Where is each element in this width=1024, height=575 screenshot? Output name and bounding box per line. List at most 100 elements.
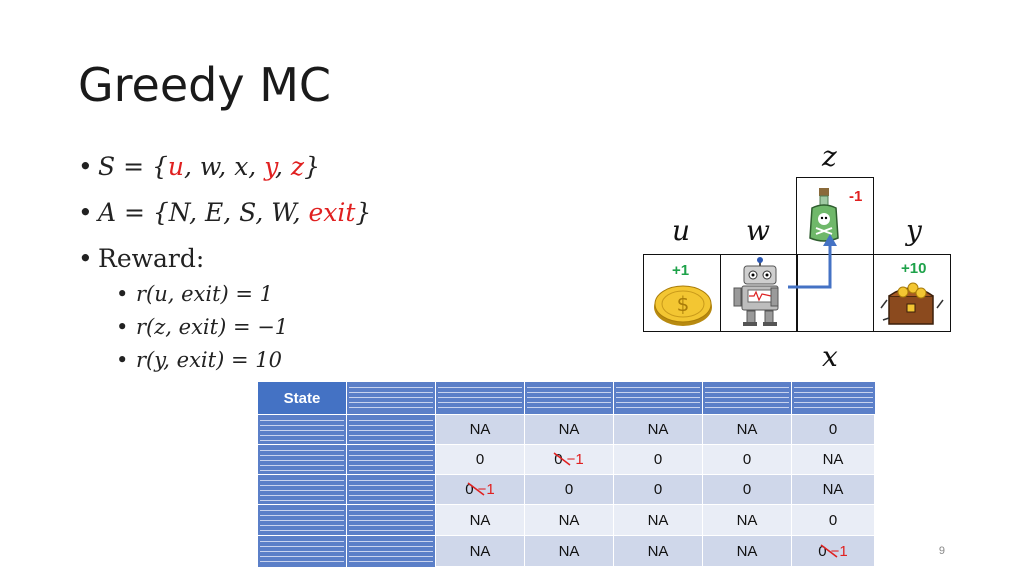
thumbnail-table — [258, 415, 346, 444]
table-cell-corrected: 0 −1 — [792, 536, 875, 567]
svg-text:$: $ — [677, 292, 690, 316]
thumbnail-line — [705, 402, 789, 403]
table-cell: NA — [792, 445, 875, 475]
table-cell: NA — [703, 415, 792, 445]
table-cell: 0 — [703, 475, 792, 505]
table-cell: NA — [614, 536, 703, 567]
thumbnail-line — [260, 551, 344, 552]
reward-y-exit: r(y, exit) = 10 — [136, 348, 282, 372]
thumbnail-line — [527, 397, 611, 398]
thumbnail-line — [794, 387, 873, 388]
thumbnail-line — [260, 520, 344, 521]
thumbnail-line — [438, 397, 522, 398]
thumbnail-line — [260, 465, 344, 466]
table-cell: 0 — [525, 475, 614, 505]
thumbnail-line — [794, 392, 873, 393]
thumbnail-line — [438, 387, 522, 388]
thumbnail-line — [349, 440, 433, 441]
table-cell: 0 — [792, 415, 875, 445]
strike-mark — [820, 544, 838, 558]
old-value: 0 — [465, 481, 474, 498]
thumbnail-line — [349, 500, 433, 501]
thumbnail-line — [349, 530, 433, 531]
thumbnail-table — [347, 505, 435, 535]
reward-u: +1 — [672, 262, 690, 279]
thumbnail-line — [705, 397, 789, 398]
thumbnail-line — [260, 495, 344, 496]
robot-icon — [733, 257, 779, 326]
thumbnail-line — [260, 480, 344, 481]
thumbnail-line — [260, 525, 344, 526]
old-value: 0 — [554, 451, 563, 468]
slide-title: Greedy MC — [78, 58, 331, 112]
thumbnail-line — [349, 455, 433, 456]
thumbnail-line — [260, 435, 344, 436]
states-comma: , — [275, 152, 291, 181]
thumbnail-line — [260, 510, 344, 511]
bullet-dot: • — [116, 315, 129, 339]
strike-mark — [467, 482, 485, 496]
table-cell: NA — [525, 415, 614, 445]
thumbnail-line — [349, 480, 433, 481]
thumbnail-line — [260, 460, 344, 461]
actions-prefix: A = {N, E, S, W, — [98, 198, 309, 227]
thumbnail-line — [260, 485, 344, 486]
thumbnail-line — [349, 495, 433, 496]
label-y: y — [906, 214, 922, 247]
thumbnail-table — [347, 536, 435, 567]
thumbnail-table — [792, 382, 875, 414]
thumbnail-line — [260, 530, 344, 531]
table-cell: 0 — [792, 505, 875, 536]
thumbnail-line — [260, 490, 344, 491]
thumbnail-line — [260, 425, 344, 426]
thumbnail-line — [260, 450, 344, 451]
table-cell: NA — [792, 475, 875, 505]
reward-y: +10 — [901, 260, 927, 277]
thumbnail-table — [525, 382, 613, 414]
thumbnail-line — [438, 402, 522, 403]
table-cell: NA — [436, 505, 525, 536]
thumbnail-line — [260, 556, 344, 557]
thumbnail-line — [260, 515, 344, 516]
thumbnail-line — [705, 407, 789, 408]
thumbnail-line — [527, 407, 611, 408]
bullet-dot: • — [116, 282, 129, 306]
thumbnail-table — [258, 445, 346, 474]
states-end: } — [304, 152, 320, 181]
thumbnail-line — [349, 460, 433, 461]
table-cell: NA — [436, 415, 525, 445]
thumbnail-line — [349, 546, 433, 547]
thumbnail-line — [349, 435, 433, 436]
thumbnail-line — [260, 470, 344, 471]
label-z: z — [822, 140, 837, 173]
reward-z-exit: r(z, exit) = −1 — [136, 315, 289, 339]
old-value: 0 — [818, 542, 827, 560]
treasure-chest-icon — [880, 282, 944, 325]
thumbnail-line — [616, 402, 700, 403]
table-cell: 0 — [436, 445, 525, 475]
table-cell: 0 — [614, 445, 703, 475]
thumbnail-line — [616, 392, 700, 393]
thumbnail-line — [349, 465, 433, 466]
thumbnail-table — [436, 382, 524, 414]
cell-w — [720, 254, 798, 332]
label-x: x — [822, 340, 838, 373]
thumbnail-line — [349, 402, 433, 403]
actions-end: } — [355, 198, 372, 227]
thumbnail-line — [527, 402, 611, 403]
thumbnail-table — [347, 445, 435, 474]
thumbnail-table — [347, 475, 435, 504]
state-y: y — [264, 152, 276, 181]
thumbnail-line — [349, 541, 433, 542]
thumbnail-line — [794, 402, 873, 403]
thumbnail-line — [349, 515, 433, 516]
thumbnail-line — [260, 440, 344, 441]
table-cell: NA — [703, 536, 792, 567]
thumbnail-line — [527, 392, 611, 393]
state-u: u — [167, 152, 184, 181]
table-cell: NA — [525, 536, 614, 567]
page-number: 9 — [938, 545, 945, 557]
thumbnail-line — [349, 425, 433, 426]
thumbnail-line — [438, 407, 522, 408]
thumbnail-line — [705, 392, 789, 393]
